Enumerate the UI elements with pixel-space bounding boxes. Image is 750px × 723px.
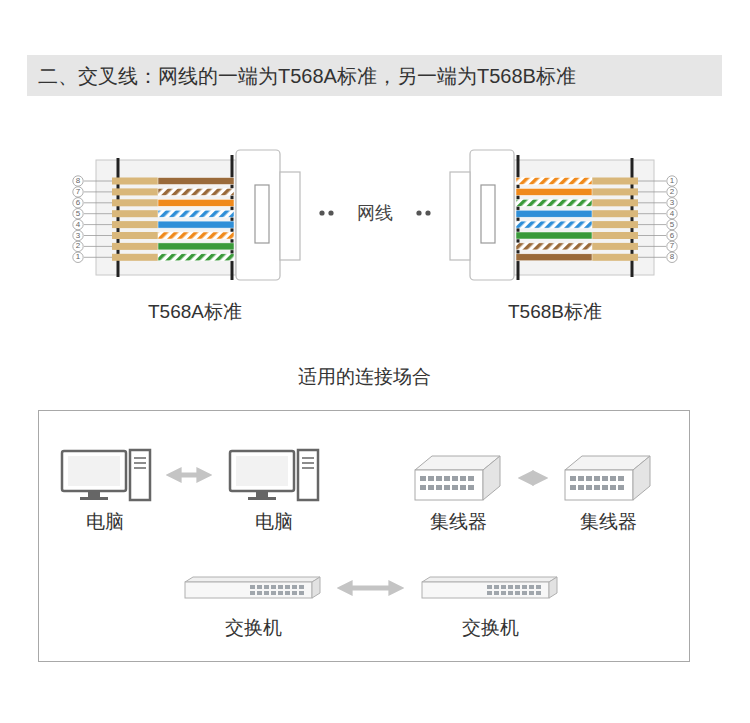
switch-node: 交换机 bbox=[183, 570, 323, 639]
device-label: 交换机 bbox=[225, 617, 282, 639]
pin-number: 6 bbox=[670, 232, 674, 240]
pin-number: 7 bbox=[670, 242, 674, 250]
pin-number: 3 bbox=[670, 199, 674, 207]
rj45-plug bbox=[450, 150, 654, 280]
device-label: 交换机 bbox=[462, 617, 519, 639]
title-text: 二、交叉线：网线的一端为T568A标准，另一端为T568B标准 bbox=[38, 62, 576, 89]
pin-number: 6 bbox=[76, 199, 80, 207]
hub-icon bbox=[415, 456, 500, 500]
switch-icon bbox=[185, 577, 320, 598]
double-arrow bbox=[172, 473, 206, 478]
device-label: 电脑 bbox=[255, 511, 293, 533]
computer-node: 电脑 bbox=[58, 445, 152, 533]
computer-icon bbox=[62, 450, 150, 500]
cable-label: 网线 bbox=[357, 204, 393, 222]
hub-icon bbox=[565, 456, 650, 500]
standard-label: T568A标准 bbox=[148, 302, 242, 321]
switch-node: 交换机 bbox=[418, 570, 562, 639]
pin-number: 5 bbox=[76, 210, 80, 218]
device-label: 集线器 bbox=[580, 511, 637, 533]
double-arrow bbox=[524, 476, 542, 481]
standard-label: T568B标准 bbox=[508, 302, 602, 321]
pin-number: 3 bbox=[76, 232, 80, 240]
hub-node: 集线器 bbox=[412, 445, 504, 533]
device-label: 集线器 bbox=[430, 511, 487, 533]
hub-node: 集线器 bbox=[562, 445, 654, 533]
switch-icon bbox=[422, 577, 557, 598]
pin-number: 1 bbox=[670, 177, 674, 185]
pin-number: 8 bbox=[76, 177, 80, 185]
pin-number: 4 bbox=[670, 210, 674, 218]
double-arrow bbox=[343, 586, 398, 591]
pin-number: 4 bbox=[76, 221, 80, 229]
pin-number: 8 bbox=[670, 253, 674, 261]
frame-heading: 适用的连接场合 bbox=[39, 366, 689, 388]
title-band: 二、交叉线：网线的一端为T568A标准，另一端为T568B标准 bbox=[27, 55, 722, 96]
rj45-plug bbox=[96, 150, 300, 280]
computer-node: 电脑 bbox=[226, 445, 322, 533]
pin-number: 1 bbox=[76, 253, 80, 261]
pin-number: 5 bbox=[670, 221, 674, 229]
scenario-frame: 适用的连接场合电脑电脑集线器集线器交换机交换机 bbox=[38, 410, 690, 662]
pin-number: 7 bbox=[76, 188, 80, 196]
device-label: 电脑 bbox=[86, 511, 124, 533]
computer-icon bbox=[230, 450, 318, 500]
pin-number: 2 bbox=[670, 188, 674, 196]
pin-number: 2 bbox=[76, 242, 80, 250]
